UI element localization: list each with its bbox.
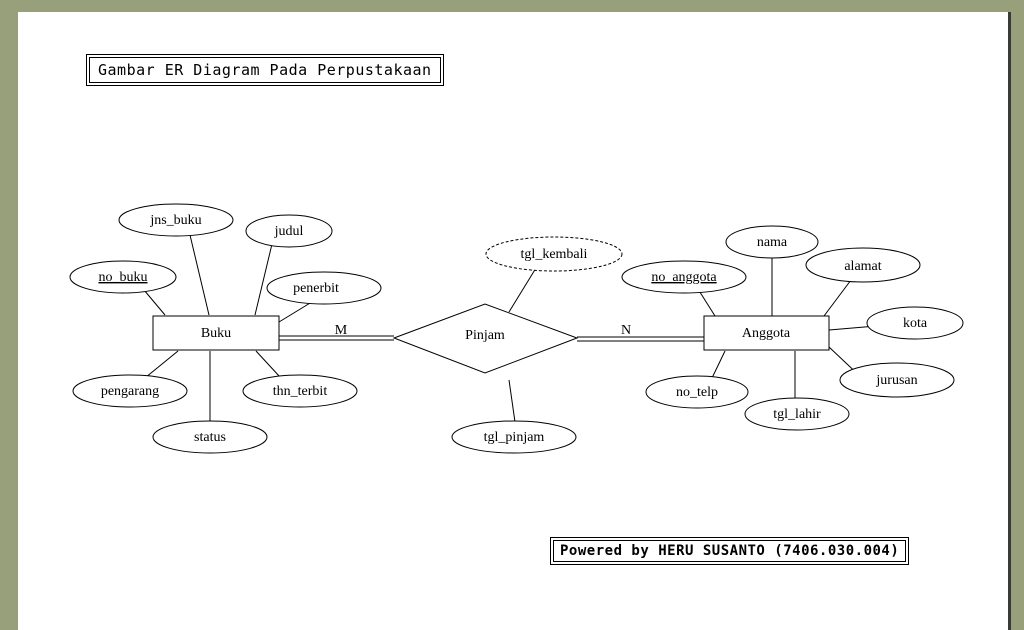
attr-no-anggota: no_anggota: [621, 260, 747, 294]
credit-text: Powered by HERU SUSANTO (7406.030.004): [553, 540, 907, 562]
pinjam-attribute-lines: [508, 267, 537, 423]
anggota-attribute-lines: [697, 257, 889, 400]
attr-tgl-lahir: tgl_lahir: [744, 397, 850, 431]
relationship-pinjam: Pinjam: [392, 303, 579, 374]
credit-box: Powered by HERU SUSANTO (7406.030.004): [550, 537, 910, 565]
attr-no-anggota-label: no_anggota: [651, 270, 717, 285]
attr-pengarang-label: pengarang: [101, 384, 159, 399]
page-title: Gambar ER Diagram Pada Perpustakaan: [89, 57, 441, 83]
title-box: Gambar ER Diagram Pada Perpustakaan: [86, 54, 444, 86]
attr-kota: kota: [866, 306, 964, 340]
attr-judul-label: judul: [274, 224, 304, 239]
attr-nama-label: nama: [757, 235, 788, 250]
entity-anggota: Anggota: [703, 315, 830, 351]
entity-buku-label: Buku: [201, 326, 231, 341]
attr-judul: judul: [245, 214, 333, 248]
cardinality-n: N: [621, 323, 631, 338]
attr-tgl-kembali: tgl_kembali: [485, 236, 623, 272]
attr-jurusan: jurusan: [839, 362, 955, 398]
attr-no-buku-label: no_buku: [99, 270, 148, 285]
attr-alamat: alamat: [805, 247, 921, 283]
er-diagram: Buku Anggota Pinjam M N jns_buku judul n…: [69, 203, 964, 454]
attr-thn-terbit-label: thn_terbit: [273, 384, 328, 399]
attr-status-label: status: [194, 430, 226, 445]
attr-no-buku: no_buku: [69, 260, 177, 294]
attr-tgl-pinjam-label: tgl_pinjam: [484, 430, 545, 445]
relationship-lines: [279, 335, 704, 342]
attr-thn-terbit: thn_terbit: [242, 374, 358, 408]
attr-jns-buku: jns_buku: [118, 203, 234, 237]
relationship-pinjam-label: Pinjam: [465, 328, 505, 343]
attr-tgl-lahir-label: tgl_lahir: [773, 407, 821, 422]
attr-no-telp: no_telp: [645, 375, 749, 409]
attr-status: status: [152, 420, 268, 454]
attr-alamat-label: alamat: [844, 259, 881, 274]
attr-nama: nama: [725, 225, 819, 259]
attr-jurusan-label: jurusan: [875, 373, 917, 388]
attr-jns-buku-label: jns_buku: [149, 213, 201, 228]
attr-penerbit: penerbit: [266, 271, 382, 305]
entity-anggota-label: Anggota: [742, 326, 791, 341]
attr-kota-label: kota: [903, 316, 928, 331]
buku-attribute-lines: [139, 234, 321, 422]
attr-no-telp-label: no_telp: [676, 385, 718, 400]
diagram-page: Gambar ER Diagram Pada Perpustakaan: [18, 12, 1011, 630]
attr-tgl-kembali-label: tgl_kembali: [521, 247, 588, 262]
cardinality-m: M: [335, 323, 348, 338]
attr-tgl-pinjam: tgl_pinjam: [451, 420, 577, 454]
entity-buku: Buku: [152, 315, 280, 351]
attr-pengarang: pengarang: [72, 374, 188, 408]
attr-penerbit-label: penerbit: [293, 281, 339, 296]
